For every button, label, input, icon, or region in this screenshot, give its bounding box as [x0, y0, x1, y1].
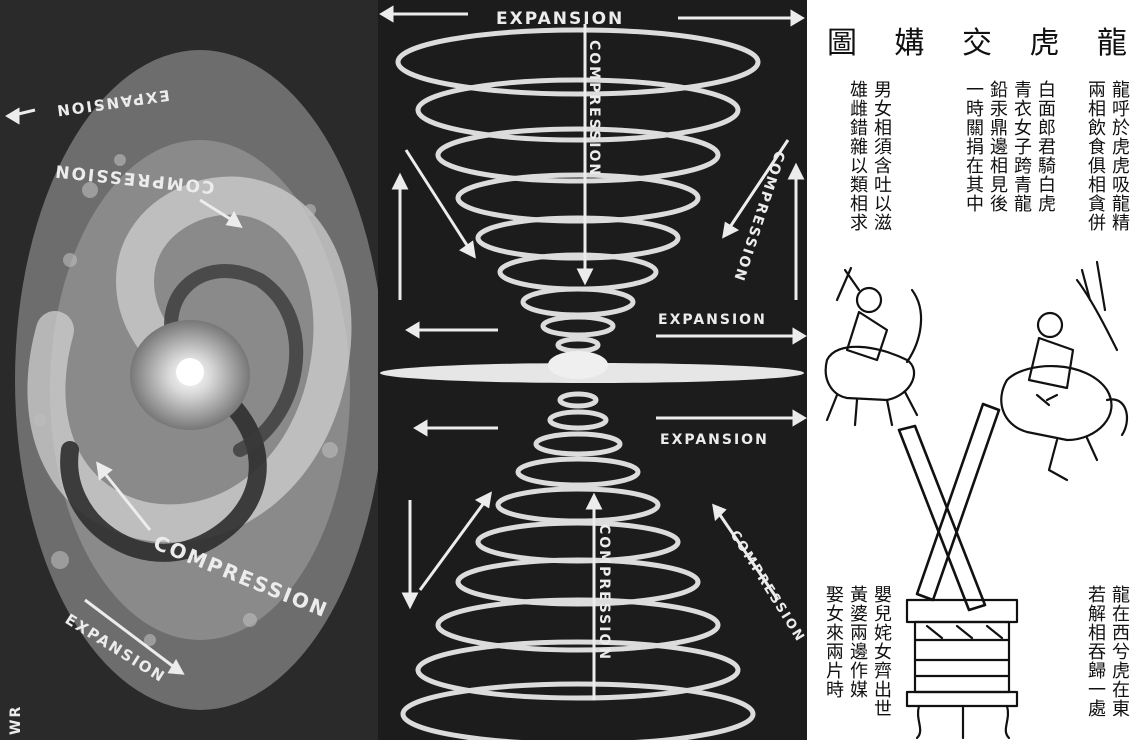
vortex-label-compression-upper: COMPRESSION [586, 40, 602, 177]
dragon-tiger-line-art [807, 0, 1136, 740]
vortex-label-expansion-middle: EXPANSION [658, 312, 767, 328]
crossed-beams [899, 404, 999, 610]
vortex-label-expansion-top: EXPANSION [496, 9, 624, 29]
vortex-label-compression-lower: COMPRESSION [596, 524, 612, 661]
cauldron [907, 600, 1017, 738]
vortex-label-expansion-lower: EXPANSION [660, 432, 769, 448]
dragon-rider-figure [1001, 262, 1127, 480]
tiger-rider-figure [826, 268, 921, 425]
corner-mark: WR [8, 705, 24, 735]
vortex-diagram-panel: EXPANSION COMPRESSION COMPRESSION EXPANS… [378, 0, 807, 740]
woodcut-illustration-panel: 圖 媾 交 虎 龍 龍呼於虎虎吸龍精 兩相飲食俱相貪併 白面郎君騎白虎 青衣女子… [807, 0, 1136, 740]
galaxy-spiral-panel: EXPANSION COMPRESSION COMPRESSION EXPANS… [0, 0, 378, 740]
